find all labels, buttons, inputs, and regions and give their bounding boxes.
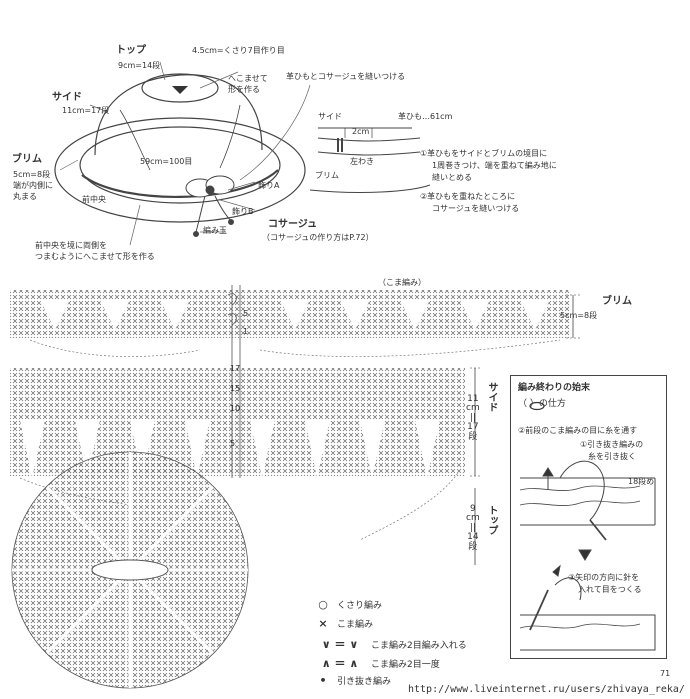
hat-crown-outline (94, 74, 263, 156)
hat-circumference: 59cm=100目 (140, 157, 193, 166)
legend-dec: ∧ ＝ ∧ こま編み2目一度 (315, 655, 440, 671)
band-detail-drawing (309, 127, 431, 193)
hat-brim-measure-2: 端が内側に (13, 181, 53, 190)
chart-row-marker: 15 (230, 384, 241, 393)
finish-step1-line2: 糸を引き抜く (588, 452, 636, 461)
hat-brim-measure-3: 丸まる (13, 192, 37, 201)
chart-join-column (227, 285, 241, 478)
hat-dent-note-1: へこませて (228, 74, 268, 83)
chart-top-label: トップ (486, 505, 497, 535)
finish-row-label: 18段め (628, 477, 655, 486)
hat-top-chain: 4.5cm=くさり7目作り目 (192, 46, 285, 55)
detail-step2-line2: コサージュを縫いつける (432, 204, 520, 213)
hat-top-label: トップ (116, 45, 146, 56)
hat-top-measure: 9cm=14段 (118, 61, 161, 70)
sc-icon: × (318, 617, 328, 630)
hat-front-center: 前中央 (82, 195, 106, 204)
page-number: 71 (660, 669, 671, 678)
detail-step1-line3: 縫いとめる (432, 173, 472, 182)
finish-step1-line1: ①引き抜き編みの (580, 440, 644, 449)
hat-decor-a: 飾りA (258, 181, 280, 190)
chart-side-label: サイド (486, 382, 497, 412)
finish-step2: ②前段のこま編みの目に糸を通す (518, 426, 638, 435)
finish-title: 編み終わりの始末 (518, 383, 591, 393)
chart-row-marker: 5 (243, 309, 249, 318)
hat-brim-label: ブリム (12, 154, 42, 165)
chart-row-marker: 5 (230, 439, 236, 448)
hat-brim-outline (54, 117, 306, 223)
chain-loop-icon (529, 401, 545, 411)
hat-front-dent-note-2: つまむようにへこませて形を作る (35, 252, 155, 261)
chart-brim-label: ブリム (602, 296, 632, 307)
hat-side-measure: 11cm=17段 (62, 106, 110, 115)
hat-corsage-title: コサージュ (268, 219, 318, 230)
detail-left-side: 左わき (350, 157, 374, 166)
hat-front-dent-note-1: 前中央を境に両側を (35, 241, 107, 250)
slip-icon: • (319, 674, 327, 687)
finish-step3-line2: 入れて目をつくる (578, 585, 642, 594)
hat-leather-sew-note: 革ひもとコサージュを縫いつける (286, 72, 406, 81)
hat-side-label: サイド (52, 92, 82, 103)
chart-top-spokes (12, 452, 248, 688)
hat-top-dent (141, 73, 219, 103)
legend-sc: × こま編み (315, 617, 373, 630)
legend-inc: ∨ ＝ ∨ こま編み2目編み入れる (315, 636, 467, 652)
chart-dimension-lines (474, 295, 574, 565)
chart-sc-label: （こま編み） (378, 278, 426, 287)
chart-row-marker: 1 (243, 327, 249, 336)
hat-dent-note-2: 形を作る (228, 85, 260, 94)
legend-slip: • 引き抜き編み (315, 674, 391, 687)
corsage-drawing (185, 175, 235, 237)
detail-step2-line1: ②革ひもを重ねたところに (420, 192, 516, 201)
hat-band-outline (79, 126, 281, 204)
chart-brim-measure: 5cm=8段 (560, 311, 598, 320)
hat-corsage-ref: （コサージュの作り方はP.72） (262, 233, 374, 242)
down-arrow-icon (578, 549, 592, 561)
chart-row-marker: 17 (230, 364, 241, 373)
chart-row-marker: 10 (230, 404, 241, 413)
detail-leather-label: 革ひも…61cm (398, 112, 453, 121)
chart-chain-foundation (91, 559, 169, 581)
finish-step3-line1: ③矢印の方向に針を (568, 573, 640, 582)
detail-brim-label: ブリム (315, 171, 339, 180)
dec-icon: ∧ ＝ ∧ (321, 657, 359, 670)
chart-brim-wedges (40, 300, 550, 330)
detail-width-label: 2cm (352, 127, 370, 136)
chart-side-wedges (20, 420, 440, 478)
hat-brim-measure-1: 5cm=8段 (13, 170, 51, 179)
footer-url[interactable]: http://www.liveinternet.ru/users/zhivaya… (408, 684, 685, 695)
top-arrow-icon (172, 86, 188, 94)
hat-knit-ball: 編み玉 (203, 226, 227, 235)
detail-side-label: サイド (318, 112, 342, 121)
legend-chain: ○ くさり編み (315, 598, 382, 611)
finishing-panel (510, 375, 667, 659)
chain-icon: ○ (318, 598, 328, 611)
detail-step1-line2: 1周巻きつけ、端を重ねて編み地に (432, 161, 557, 170)
inc-icon: ∨ ＝ ∨ (321, 638, 359, 651)
hat-decor-b: 飾りB (232, 207, 254, 216)
detail-step1-line1: ①革ひもをサイドとブリムの境目に (420, 149, 548, 158)
